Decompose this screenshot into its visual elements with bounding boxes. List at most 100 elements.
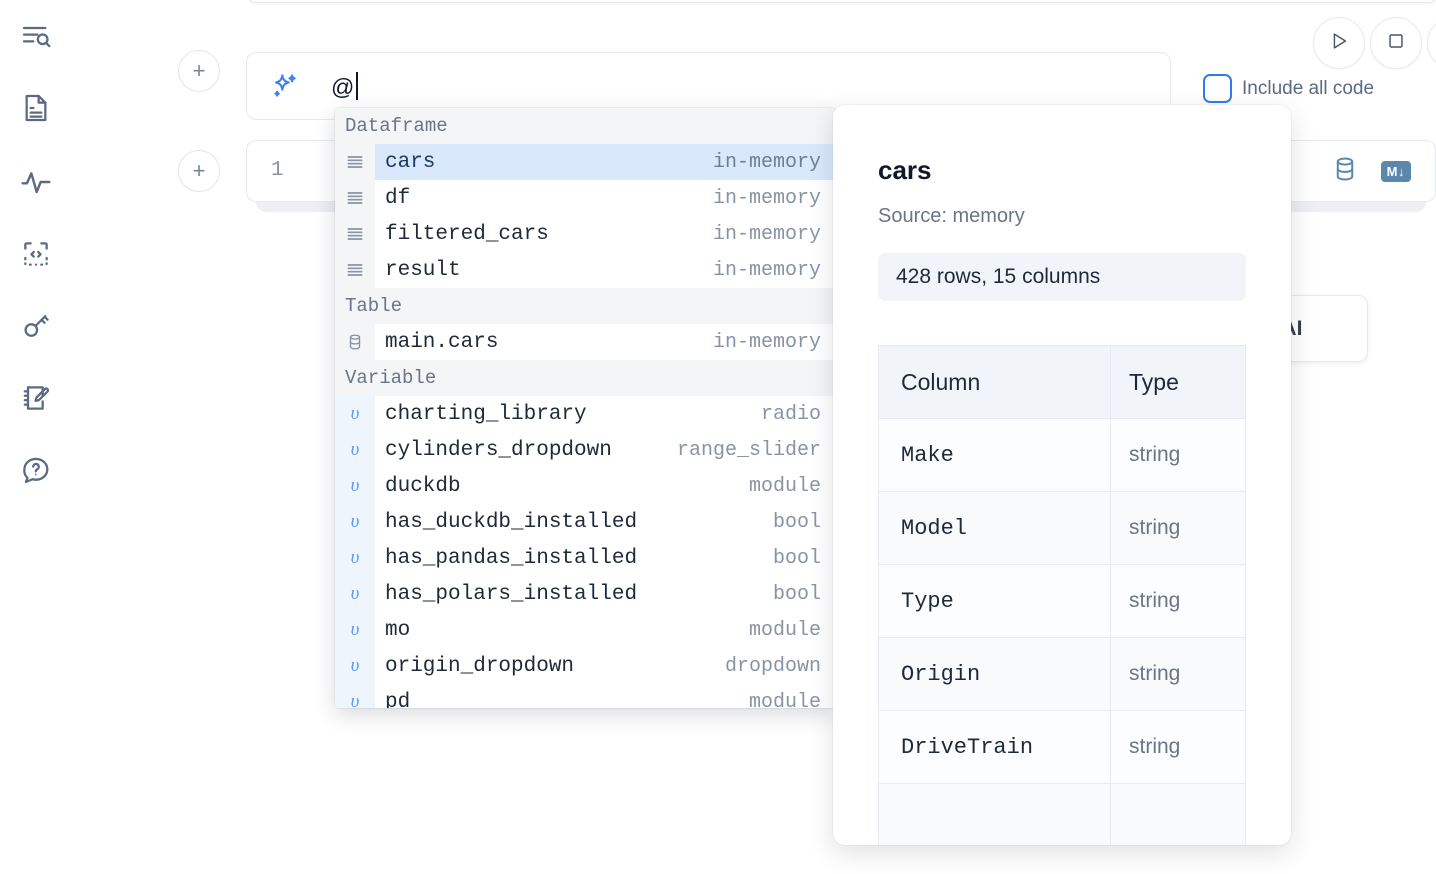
autocomplete-item-type: dropdown bbox=[724, 654, 821, 678]
autocomplete-item[interactable]: υ has_polars_installed bool bbox=[335, 576, 835, 612]
left-icon-rail bbox=[0, 0, 72, 874]
document-icon-button[interactable] bbox=[14, 86, 58, 130]
notepad-edit-icon-button[interactable] bbox=[14, 376, 58, 420]
autocomplete-item-type: in-memory bbox=[712, 258, 821, 282]
table-icon bbox=[335, 324, 375, 360]
autocomplete-group-header: Table bbox=[335, 288, 835, 324]
code-snippet-icon bbox=[20, 238, 52, 270]
run-icon bbox=[1328, 30, 1350, 57]
sparkles-icon bbox=[269, 71, 301, 103]
database-icon[interactable] bbox=[1331, 155, 1359, 188]
schema-column-name: Type bbox=[878, 564, 1111, 638]
dataframe-icon bbox=[335, 216, 375, 252]
schema-column-type: string bbox=[1110, 491, 1246, 565]
autocomplete-item-type: in-memory bbox=[712, 150, 821, 174]
schema-column-type bbox=[1110, 783, 1246, 845]
variable-icon: υ bbox=[335, 504, 375, 540]
autocomplete-item-name: duckdb bbox=[385, 474, 461, 498]
schema-column-name: Origin bbox=[878, 637, 1111, 711]
selection-highlight bbox=[375, 144, 835, 180]
schema-column-name: Make bbox=[878, 418, 1111, 492]
include-all-code-row[interactable]: Include all code bbox=[1203, 74, 1374, 103]
column-header: Column bbox=[878, 345, 1111, 419]
dataframe-icon bbox=[335, 180, 375, 216]
document-icon bbox=[20, 92, 52, 124]
autocomplete-item-type: module bbox=[748, 618, 821, 642]
schema-column-type: string bbox=[1110, 418, 1246, 492]
autocomplete-item[interactable]: υ has_duckdb_installed bool bbox=[335, 504, 835, 540]
cell-action-icons: M↓ bbox=[1331, 155, 1411, 188]
preview-title: cars bbox=[878, 155, 932, 185]
add-cell-button-bottom[interactable]: + bbox=[178, 150, 220, 192]
variable-icon: υ bbox=[335, 576, 375, 612]
activity-icon-button[interactable] bbox=[14, 160, 58, 204]
table-row bbox=[878, 783, 1246, 845]
schema-column-type: string bbox=[1110, 710, 1246, 784]
ai-prompt-input[interactable]: @ bbox=[331, 67, 358, 107]
autocomplete-item-type: module bbox=[748, 474, 821, 498]
notepad-edit-icon bbox=[20, 382, 52, 414]
dataframe-icon bbox=[335, 252, 375, 288]
variable-icon: υ bbox=[335, 396, 375, 432]
autocomplete-item-type: radio bbox=[760, 402, 821, 426]
variable-icon: υ bbox=[335, 684, 375, 708]
autocomplete-item-name: has_duckdb_installed bbox=[385, 510, 638, 534]
key-icon-button[interactable] bbox=[14, 304, 58, 348]
line-number: 1 bbox=[271, 159, 284, 182]
activity-icon bbox=[20, 166, 52, 198]
help-chat-icon-button[interactable] bbox=[14, 448, 58, 492]
plus-icon: + bbox=[192, 158, 206, 183]
variable-icon: υ bbox=[335, 648, 375, 684]
text-caret bbox=[355, 72, 358, 100]
autocomplete-item-name: has_pandas_installed bbox=[385, 546, 638, 570]
autocomplete-item[interactable]: result in-memory bbox=[335, 252, 835, 288]
include-all-code-label: Include all code bbox=[1242, 77, 1375, 99]
run-button[interactable] bbox=[1313, 17, 1365, 69]
variable-icon: υ bbox=[335, 612, 375, 648]
code-snippet-icon-button[interactable] bbox=[14, 232, 58, 276]
autocomplete-item[interactable]: υ charting_library radio bbox=[335, 396, 835, 432]
schema-column-name bbox=[878, 783, 1111, 845]
include-all-code-checkbox[interactable] bbox=[1203, 74, 1232, 103]
type-header: Type bbox=[1110, 345, 1246, 419]
schema-column-name: DriveTrain bbox=[878, 710, 1111, 784]
autocomplete-item-type: bool bbox=[772, 582, 821, 606]
schema-column-type: string bbox=[1110, 564, 1246, 638]
previous-cell-card-stub bbox=[246, 0, 1436, 3]
autocomplete-item-type: bool bbox=[772, 510, 821, 534]
autocomplete-item-name: result bbox=[385, 258, 461, 282]
autocomplete-item-name: df bbox=[385, 186, 411, 210]
add-cell-button-top[interactable]: + bbox=[178, 50, 220, 92]
stop-button[interactable] bbox=[1370, 17, 1422, 69]
stop-icon bbox=[1385, 30, 1407, 57]
autocomplete-group-header: Dataframe bbox=[335, 108, 835, 144]
outline-search-icon-button[interactable] bbox=[14, 14, 58, 58]
autocomplete-item-type: bool bbox=[772, 546, 821, 570]
markdown-badge[interactable]: M↓ bbox=[1380, 161, 1411, 182]
autocomplete-item-name: has_polars_installed bbox=[385, 582, 638, 606]
autocomplete-item-name: charting_library bbox=[385, 402, 587, 426]
outline-search-icon bbox=[20, 20, 52, 52]
more-actions-button[interactable] bbox=[1427, 17, 1436, 69]
autocomplete-group-header: Variable bbox=[335, 360, 835, 396]
table-header-row: Column Type bbox=[878, 345, 1246, 419]
autocomplete-item-type: in-memory bbox=[712, 222, 821, 246]
